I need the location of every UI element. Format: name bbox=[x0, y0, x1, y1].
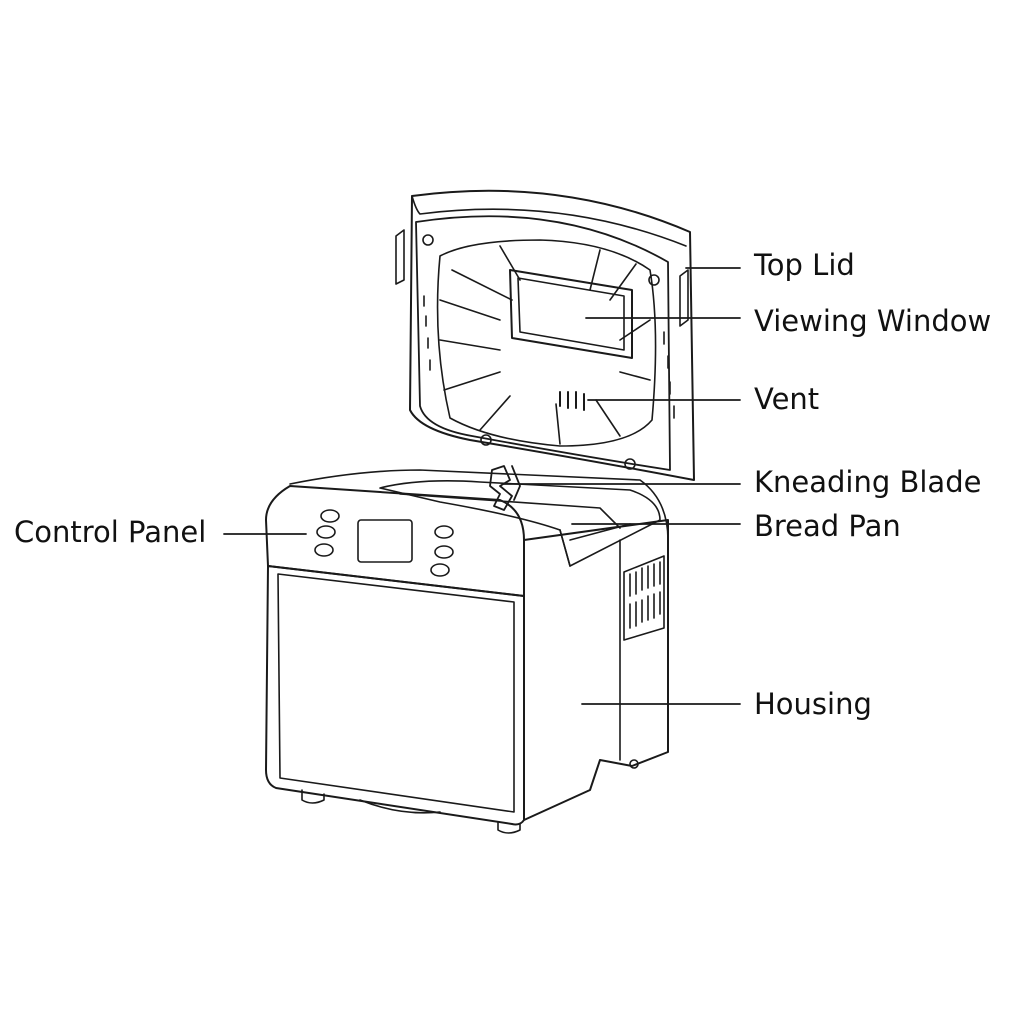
vent-slots bbox=[560, 392, 584, 410]
label-kneading-blade: Kneading Blade bbox=[754, 468, 981, 497]
panel-button bbox=[435, 546, 453, 558]
viewing-window bbox=[510, 270, 632, 358]
panel-button bbox=[431, 564, 449, 576]
label-viewing-window: Viewing Window bbox=[754, 307, 991, 336]
panel-button bbox=[317, 526, 335, 538]
label-control-panel: Control Panel bbox=[14, 518, 206, 547]
control-panel bbox=[315, 510, 453, 576]
label-vent: Vent bbox=[754, 385, 819, 414]
panel-button bbox=[321, 510, 339, 522]
display-screen bbox=[358, 520, 412, 562]
label-bread-pan: Bread Pan bbox=[754, 512, 901, 541]
side-vent bbox=[624, 556, 664, 640]
panel-button bbox=[435, 526, 453, 538]
panel-button bbox=[315, 544, 333, 556]
label-housing: Housing bbox=[754, 690, 872, 719]
label-top-lid: Top Lid bbox=[754, 251, 855, 280]
top-lid bbox=[396, 191, 694, 480]
